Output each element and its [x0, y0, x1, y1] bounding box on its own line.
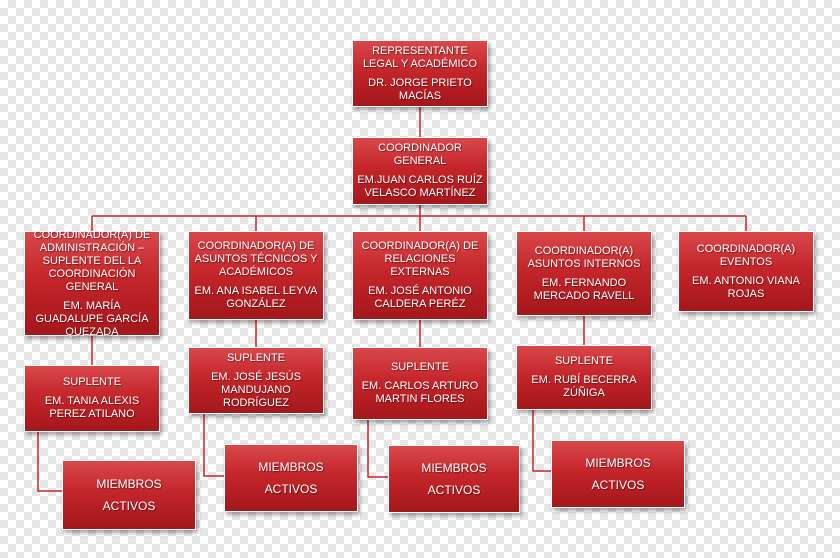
- coordinator-name: EM. JOSÉ ANTONIO CALDERA PERÉZ: [368, 285, 472, 310]
- coordinator-name: EM. FERNANDO MERCADO RAVELL: [533, 276, 635, 302]
- connector-sub-members-4: [532, 410, 551, 472]
- representative-box: REPRESENTANTE LEGAL Y ACADÉMICO DR. JORG…: [352, 40, 488, 107]
- general-coordinator-box: COORDINADOR GENERAL EM.JUAN CARLOS RUÍZ …: [352, 137, 488, 205]
- substitute-role: SUPLENTE: [62, 376, 122, 388]
- representative-name: DR. JORGE PRIETO MACÍAS: [368, 76, 472, 102]
- substitute-name: EM. RUBÍ BECERRA ZÚÑIGA: [531, 374, 637, 399]
- members-label: MIEMBROS ACTIVOS: [258, 460, 324, 496]
- substitute-role: SUPLENTE: [390, 361, 450, 373]
- coordinator-role: COORDINADOR(A) ASUNTOS INTERNOS: [527, 244, 641, 270]
- members-label: MIEMBROS ACTIVOS: [96, 477, 162, 513]
- members-box-2: MIEMBROS ACTIVOS: [224, 444, 358, 512]
- substitute-role: SUPLENTE: [226, 351, 286, 364]
- substitute-name: EM. TANIA ALEXIS PEREZ ATILANO: [44, 395, 140, 420]
- substitute-box-1: SUPLENTE EM. TANIA ALEXIS PEREZ ATILANO: [24, 365, 160, 432]
- coordinator-name: EM. ANTONIO VIANA ROJAS: [692, 274, 800, 300]
- members-box-1: MIEMBROS ACTIVOS: [62, 460, 196, 530]
- coordinator-name: EM. ANA ISABEL LEYVA GONZÁLEZ: [194, 285, 318, 310]
- connector-sub-members-1: [37, 432, 62, 492]
- members-label: MIEMBROS ACTIVOS: [585, 456, 651, 492]
- coordinator-box-2: COORDINADOR(A) DE ASUNTOS TÉCNICOS Y ACA…: [188, 231, 324, 320]
- substitute-box-4: SUPLENTE EM. RUBÍ BECERRA ZÚÑIGA: [516, 345, 652, 410]
- connector-sub-members-3: [367, 420, 388, 478]
- coordinator-name: EM. MARÍA GUADALUPE GARCÍA QUEZADA: [35, 299, 149, 338]
- coordinator-role: COORDINADOR(A) DE ASUNTOS TÉCNICOS Y ACA…: [194, 240, 318, 278]
- substitute-box-2: SUPLENTE EM. JOSÉ JESÚS MANDUJANO RODRÍG…: [188, 347, 324, 414]
- coordinator-box-3: COORDINADOR(A) DE RELACIONES EXTERNAS EM…: [352, 231, 488, 320]
- representative-role: REPRESENTANTE LEGAL Y ACADÉMICO: [362, 44, 478, 70]
- coordinator-box-1: COORDINADOR(A) DE ADMINISTRACIÓN – SUPLE…: [24, 228, 160, 338]
- general-coordinator-role: COORDINADOR GENERAL: [378, 142, 462, 167]
- substitute-box-3: SUPLENTE EM. CARLOS ARTURO MARTIN FLORES: [352, 347, 488, 420]
- substitute-name: EM. CARLOS ARTURO MARTIN FLORES: [361, 380, 479, 405]
- general-coordinator-name: EM.JUAN CARLOS RUÍZ VELASCO MARTÍNEZ: [357, 174, 483, 199]
- substitute-role: SUPLENTE: [554, 355, 614, 367]
- members-box-4: MIEMBROS ACTIVOS: [551, 440, 685, 508]
- members-label: MIEMBROS ACTIVOS: [421, 461, 487, 497]
- connector-sub-members-2: [203, 414, 224, 477]
- coordinator-role: COORDINADOR(A) EVENTOS: [696, 242, 796, 268]
- substitute-name: EM. JOSÉ JESÚS MANDUJANO RODRÍGUEZ: [211, 370, 301, 409]
- coordinator-box-4: COORDINADOR(A) ASUNTOS INTERNOS EM. FERN…: [516, 231, 652, 316]
- coordinator-role: COORDINADOR(A) DE RELACIONES EXTERNAS: [361, 240, 479, 278]
- coordinator-box-5: COORDINADOR(A) EVENTOS EM. ANTONIO VIANA…: [678, 231, 814, 312]
- coordinator-role: COORDINADOR(A) DE ADMINISTRACIÓN – SUPLE…: [33, 228, 151, 293]
- members-box-3: MIEMBROS ACTIVOS: [388, 445, 520, 513]
